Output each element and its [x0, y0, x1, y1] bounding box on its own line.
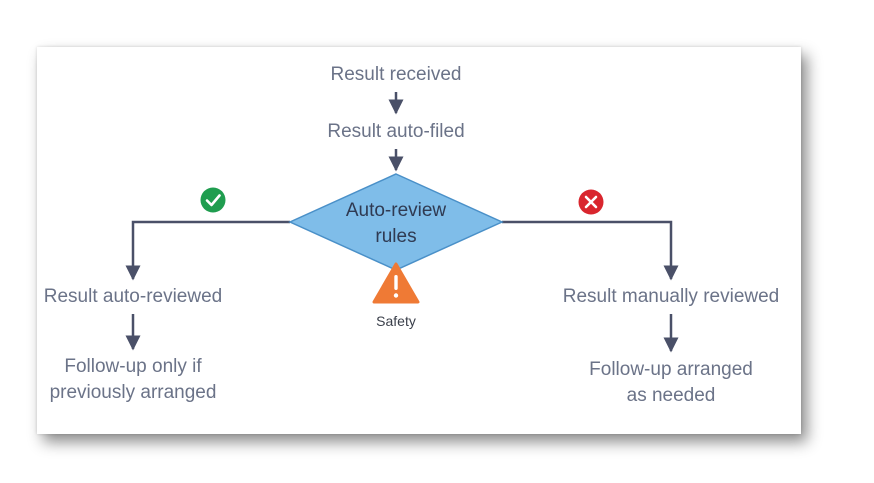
connector-yes-branch	[125, 220, 290, 281]
node-result-auto-reviewed: Result auto-reviewed	[44, 286, 222, 307]
node-right-followup-line2: as needed	[627, 385, 716, 406]
connector-no-branch	[502, 220, 679, 281]
node-left-followup-line2: previously arranged	[50, 382, 217, 403]
node-right-followup-line1: Follow-up arranged	[589, 359, 753, 380]
decision-label-line2: rules	[375, 226, 416, 247]
node-result-auto-filed: Result auto-filed	[327, 121, 464, 142]
x-circle-icon	[578, 189, 604, 215]
safety-label: Safety	[376, 313, 416, 329]
node-result-received: Result received	[331, 64, 462, 85]
warning-triangle-icon	[372, 262, 420, 304]
node-left-followup-line1: Follow-up only if	[64, 356, 202, 377]
node-result-manually-reviewed: Result manually reviewed	[563, 286, 780, 307]
decision-diamond	[288, 173, 504, 271]
check-circle-icon	[200, 187, 226, 213]
decision-label-line1: Auto-review	[346, 200, 447, 221]
